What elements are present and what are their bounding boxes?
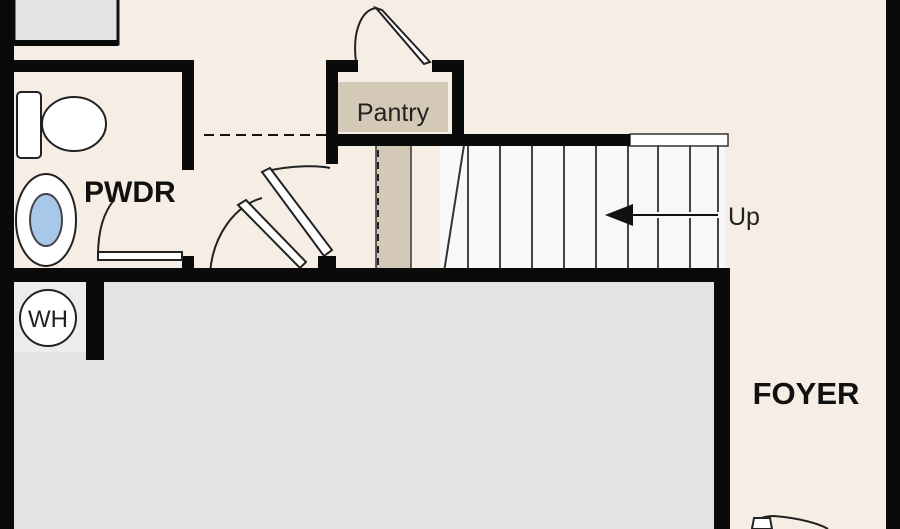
pantry-bottom-wall bbox=[326, 134, 630, 146]
toilet-tank bbox=[16, 91, 42, 159]
pantry-label: Pantry bbox=[357, 99, 430, 127]
sink-basin bbox=[29, 193, 63, 247]
toilet-bowl bbox=[41, 96, 107, 152]
powder-room-label: PWDR bbox=[84, 176, 176, 209]
right-outer-wall bbox=[886, 0, 900, 529]
pantry-left-wall bbox=[326, 60, 338, 164]
water-heater-closet-wall bbox=[86, 280, 104, 360]
garage-top-wall bbox=[14, 268, 730, 282]
pantry-right-wall bbox=[452, 60, 464, 146]
powder-room-right-wall bbox=[182, 60, 194, 170]
pantry-door bbox=[354, 5, 432, 66]
water-heater-label: WH bbox=[28, 306, 68, 333]
hall-door-leaf bbox=[236, 198, 308, 270]
foyer-label: FOYER bbox=[753, 376, 860, 411]
water-heater-icon bbox=[19, 289, 77, 347]
pantry-top-left-wall bbox=[326, 60, 358, 72]
stairs-up-label: Up bbox=[728, 203, 760, 231]
garage-right-wall bbox=[714, 268, 730, 529]
stair-top-landing bbox=[629, 133, 729, 147]
pantry-interior bbox=[338, 82, 448, 132]
cabinet-top-wall bbox=[14, 40, 118, 46]
pantry-door-swing-arc bbox=[354, 7, 377, 63]
left-outer-wall bbox=[0, 0, 14, 529]
stair-edge-angled bbox=[443, 144, 465, 273]
toilet-icon bbox=[16, 91, 107, 159]
sink-icon bbox=[15, 173, 77, 267]
hall-door bbox=[209, 165, 334, 276]
powder-room-door-leaf bbox=[97, 251, 183, 261]
stair-direction-arrow-icon bbox=[605, 204, 633, 226]
stair-area bbox=[440, 140, 725, 273]
powder-room-top-wall bbox=[14, 60, 194, 72]
garage-area bbox=[14, 280, 720, 529]
powder-room-door-swing-arc bbox=[97, 199, 115, 257]
pantry-shelf bbox=[375, 144, 412, 274]
pantry-door-leaf bbox=[372, 5, 432, 66]
top-left-cabinet bbox=[12, 0, 120, 46]
hall-door-swing-arc bbox=[209, 197, 263, 276]
hall-door-leaf-2 bbox=[260, 166, 334, 258]
foyer-door-leaf bbox=[750, 517, 774, 529]
stair-run bbox=[440, 133, 729, 273]
